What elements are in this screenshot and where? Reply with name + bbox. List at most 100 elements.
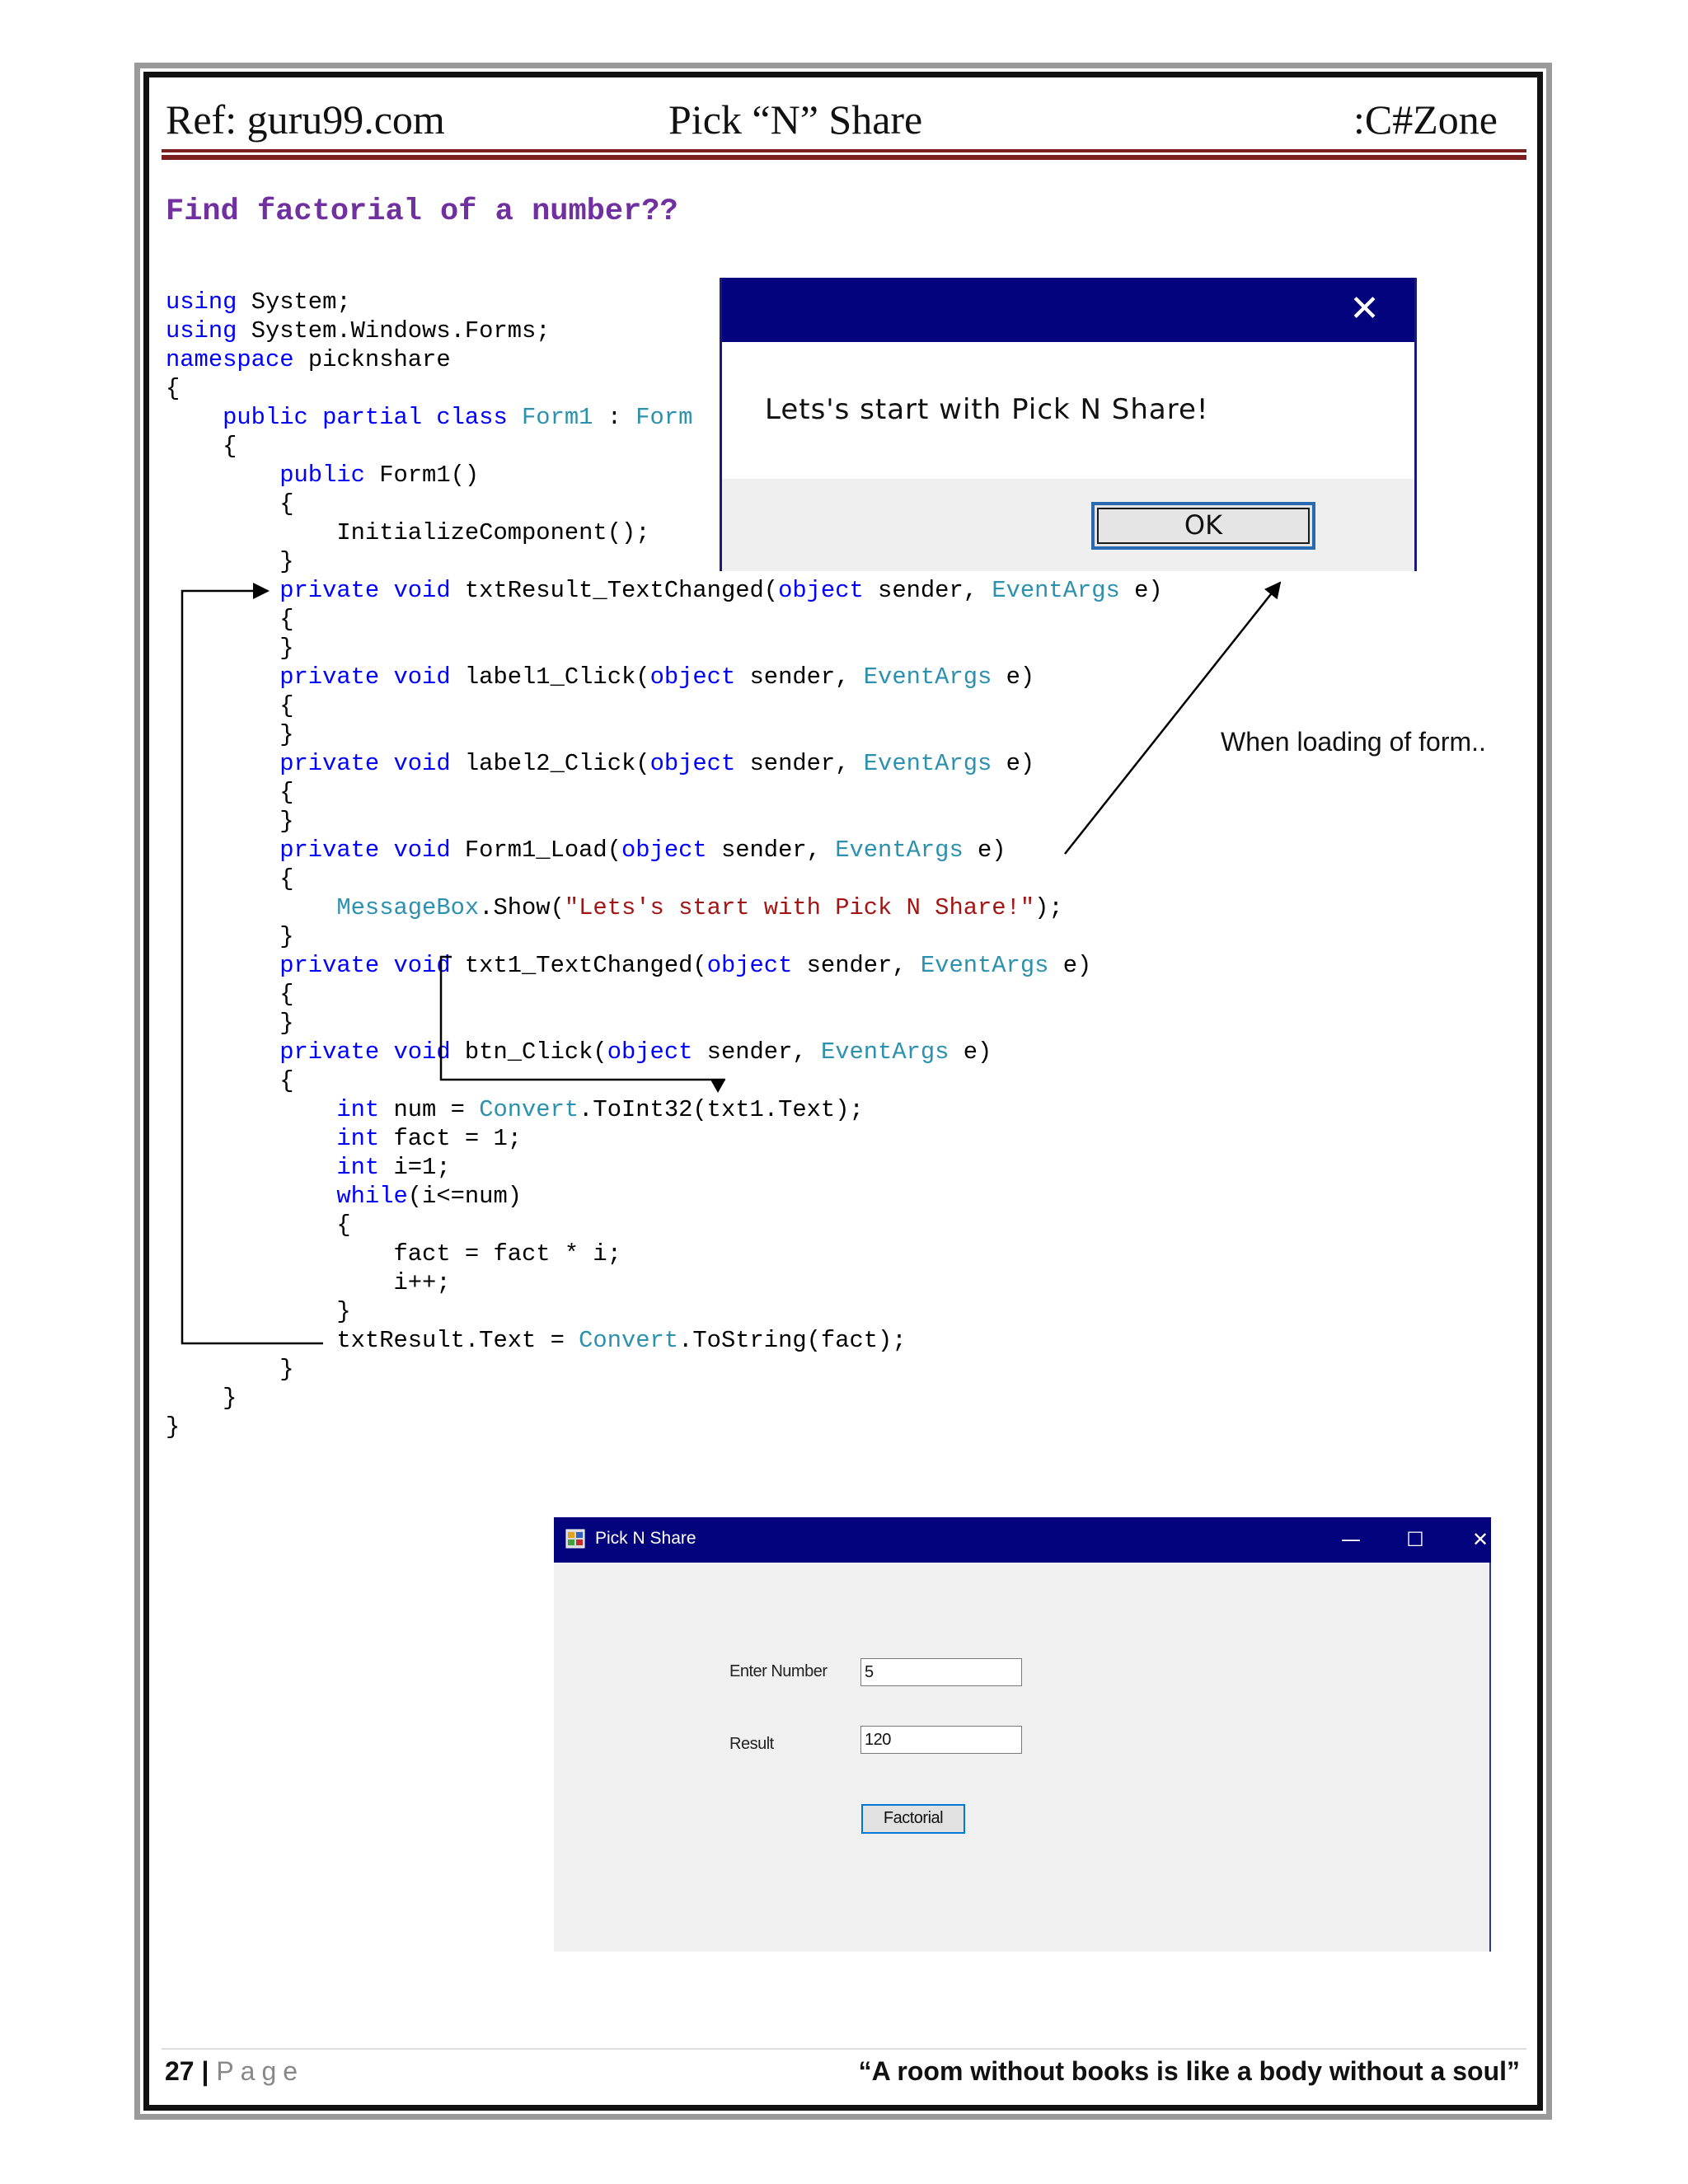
code-token: using <box>166 317 237 344</box>
code-token: txt1_TextChanged( <box>450 952 707 979</box>
code-token: Form1 <box>522 404 593 431</box>
page-border-outer <box>134 63 1552 2120</box>
code-token: EventArgs <box>992 577 1120 604</box>
code-token: EventArgs <box>863 663 992 691</box>
result-label: Result <box>729 1735 774 1753</box>
code-token: ); <box>1034 894 1063 921</box>
app-icon <box>565 1529 585 1549</box>
close-icon[interactable]: ✕ <box>1471 1528 1489 1551</box>
code-token <box>166 1183 336 1210</box>
code-token: } <box>166 1298 351 1325</box>
code-line: private void txtResult_TextChanged(objec… <box>166 576 1163 605</box>
code-token: e) <box>1119 577 1163 604</box>
code-token: InitializeComponent(); <box>166 519 650 546</box>
code-token: object <box>649 750 736 777</box>
message-box-titlebar: ✕ <box>722 278 1414 342</box>
code-token: private void <box>279 663 451 691</box>
page-separator: | <box>201 2056 209 2086</box>
code-token: System; <box>251 288 351 316</box>
code-token: public <box>279 462 365 489</box>
annotation-text: When loading of form.. <box>1221 727 1486 757</box>
code-token: } <box>166 1356 294 1383</box>
code-line: while(i<=num) <box>166 1182 1163 1211</box>
code-line: { <box>166 865 1163 893</box>
code-token <box>166 952 279 979</box>
code-line: int i=1; <box>166 1153 1163 1182</box>
code-token: { <box>166 490 294 518</box>
code-token: { <box>166 375 181 402</box>
code-token: private void <box>279 952 451 979</box>
code-token: (i<=num) <box>407 1183 523 1210</box>
message-box-footer: OK <box>722 479 1414 571</box>
code-line: int fact = 1; <box>166 1124 1163 1153</box>
code-line: { <box>166 374 1163 403</box>
code-token: sender, <box>706 837 836 864</box>
factorial-button[interactable]: Factorial <box>861 1804 965 1834</box>
code-token: e) <box>1048 952 1092 979</box>
code-line: } <box>166 1297 1163 1326</box>
page-border-gap <box>140 68 1546 2114</box>
code-line: InitializeComponent(); <box>166 518 1163 547</box>
enter-number-input[interactable]: 5 <box>860 1658 1022 1686</box>
code-line: { <box>166 1211 1163 1240</box>
close-icon[interactable]: ✕ <box>1349 288 1380 330</box>
code-token: private void <box>279 837 451 864</box>
code-token: i++; <box>166 1269 451 1296</box>
enter-number-label: Enter Number <box>729 1662 828 1680</box>
code-token <box>166 1154 336 1181</box>
code-line: using System.Windows.Forms; <box>166 316 1163 345</box>
code-line: { <box>166 691 1163 720</box>
code-token: Form1() <box>379 462 480 489</box>
header-title: Pick “N” Share <box>668 96 923 143</box>
code-token: EventArgs <box>920 952 1049 979</box>
code-token: } <box>166 1010 294 1037</box>
code-token: MessageBox <box>336 894 480 921</box>
code-token: picknshare <box>307 346 451 373</box>
code-token: object <box>621 837 707 864</box>
code-line: MessageBox.Show("Lets's start with Pick … <box>166 893 1163 922</box>
maximize-icon[interactable]: ☐ <box>1406 1528 1424 1551</box>
footer-quote: “A room without books is like a body wit… <box>858 2056 1520 2086</box>
code-token: int <box>336 1154 380 1181</box>
code-token <box>166 1125 336 1152</box>
code-line: private void txt1_TextChanged(object sen… <box>166 951 1163 980</box>
code-token: System.Windows.Forms; <box>251 317 551 344</box>
code-line: { <box>166 778 1163 807</box>
code-line: txtResult.Text = Convert.ToString(fact); <box>166 1326 1163 1355</box>
code-token: "Lets's start with Pick N Share!" <box>564 894 1035 921</box>
code-token: object <box>778 577 864 604</box>
result-input[interactable]: 120 <box>860 1726 1022 1754</box>
code-token: { <box>166 981 294 1008</box>
code-token: { <box>166 865 294 893</box>
code-token <box>166 663 279 691</box>
window-edge <box>1489 1563 1491 1952</box>
code-line: } <box>166 1413 1163 1441</box>
minimize-icon[interactable]: — <box>1341 1528 1361 1551</box>
header-rule <box>162 149 1526 152</box>
window-title: Pick N Share <box>595 1529 696 1548</box>
code-token <box>166 1038 279 1066</box>
code-token <box>166 894 336 921</box>
code-token: e) <box>949 1038 992 1066</box>
code-token: btn_Click( <box>450 1038 607 1066</box>
code-token: int <box>336 1096 380 1123</box>
message-box-text: Lets's start with Pick N Share! <box>765 393 1209 426</box>
code-line: public partial class Form1 : Form <box>166 403 1163 432</box>
code-token: object <box>649 663 736 691</box>
code-token: { <box>166 1212 351 1239</box>
code-token: sender, <box>735 750 864 777</box>
code-token: } <box>166 635 294 662</box>
code-line: public Form1() <box>166 461 1163 490</box>
code-line: namespace picknshare <box>166 345 1163 374</box>
code-token: int <box>336 1125 380 1152</box>
pick-n-share-window: Pick N Share — ☐ ✕ Enter Number 5 Result… <box>554 1517 1491 1952</box>
ok-button[interactable]: OK <box>1091 502 1315 550</box>
code-token: object <box>607 1038 693 1066</box>
code-token: while <box>336 1183 408 1210</box>
code-token: e) <box>992 663 1035 691</box>
code-token: : <box>593 404 636 431</box>
code-token: EventArgs <box>863 750 992 777</box>
code-token: Convert <box>479 1096 579 1123</box>
code-token: sender, <box>735 663 864 691</box>
code-line: private void label1_Click(object sender,… <box>166 663 1163 691</box>
